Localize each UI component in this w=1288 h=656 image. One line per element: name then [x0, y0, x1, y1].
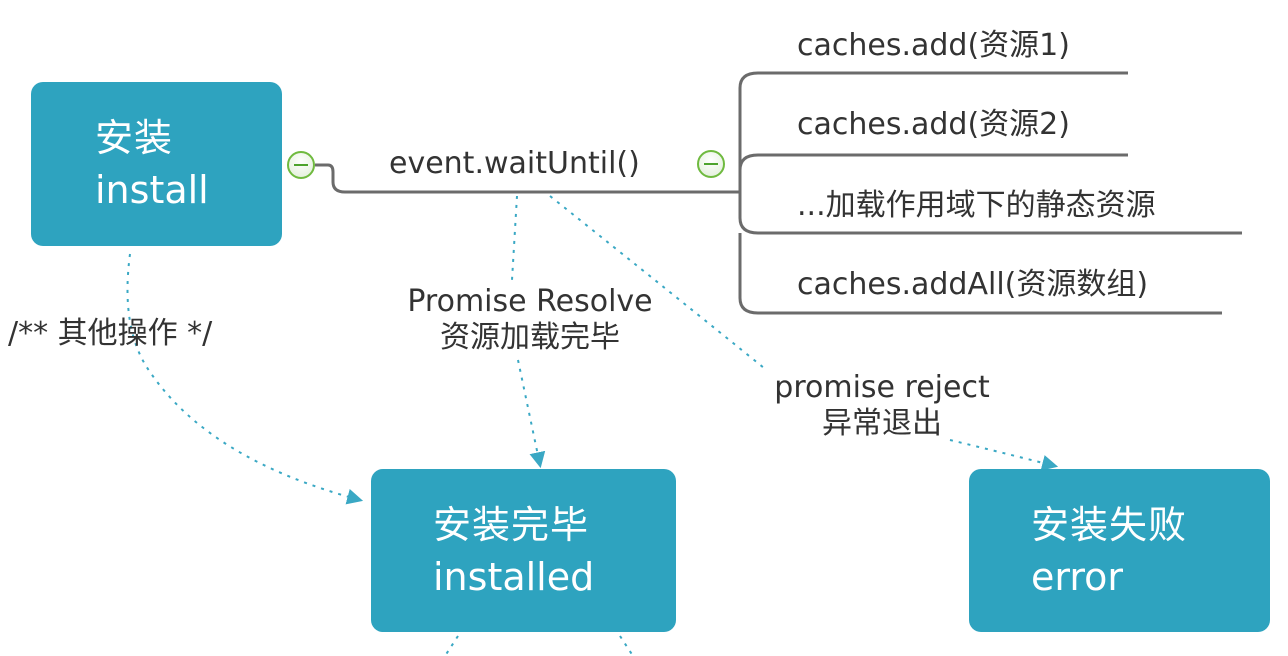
topic-child-cache-add-2[interactable]: caches.add(资源2) — [797, 107, 1070, 142]
reject-line-2: 异常退出 — [822, 406, 942, 441]
resolve-line-2: 资源加载完毕 — [440, 320, 620, 355]
relation-installed-out-right — [619, 635, 634, 656]
node-installed-zh: 安装完毕 — [433, 502, 590, 547]
node-install[interactable]: 安装 install — [31, 82, 282, 246]
relation-installed-out-left — [444, 635, 459, 656]
node-install-en: install — [95, 168, 209, 212]
node-installed-en: installed — [433, 554, 595, 599]
relation-label-other-ops: /** 其他操作 */ — [8, 316, 213, 351]
relation-install-to-installed — [126, 253, 364, 505]
reject-line-1: promise reject — [774, 370, 990, 405]
relation-label-resolve: Promise Resolve 资源加载完毕 — [380, 284, 680, 356]
resolve-line-1: Promise Resolve — [407, 284, 653, 319]
branch-child-3 — [738, 192, 1242, 235]
relation-label-reject: promise reject 异常退出 — [752, 370, 1012, 442]
topic-child-cache-add-1[interactable]: caches.add(资源1) — [797, 28, 1070, 63]
topic-child-cache-addall[interactable]: caches.addAll(资源数组) — [797, 267, 1149, 302]
branch-trunk — [738, 71, 1128, 192]
node-error[interactable]: 安装失败 error — [969, 469, 1270, 632]
collapse-minus-icon[interactable] — [287, 151, 315, 179]
node-error-en: error — [1031, 554, 1123, 599]
node-installed[interactable]: 安装完毕 installed — [371, 469, 676, 632]
node-error-zh: 安装失败 — [1031, 502, 1188, 547]
branch-child-2 — [738, 153, 1128, 171]
branch-child-4 — [738, 233, 1222, 315]
relation-reject — [549, 195, 1055, 466]
node-install-zh: 安装 — [95, 116, 174, 160]
branch-install-to-waituntil — [315, 163, 740, 194]
topic-child-static-resources[interactable]: ...加载作用域下的静态资源 — [797, 188, 1156, 223]
collapse-minus-icon[interactable] — [697, 150, 725, 178]
topic-wait-until[interactable]: event.waitUntil() — [389, 146, 640, 181]
